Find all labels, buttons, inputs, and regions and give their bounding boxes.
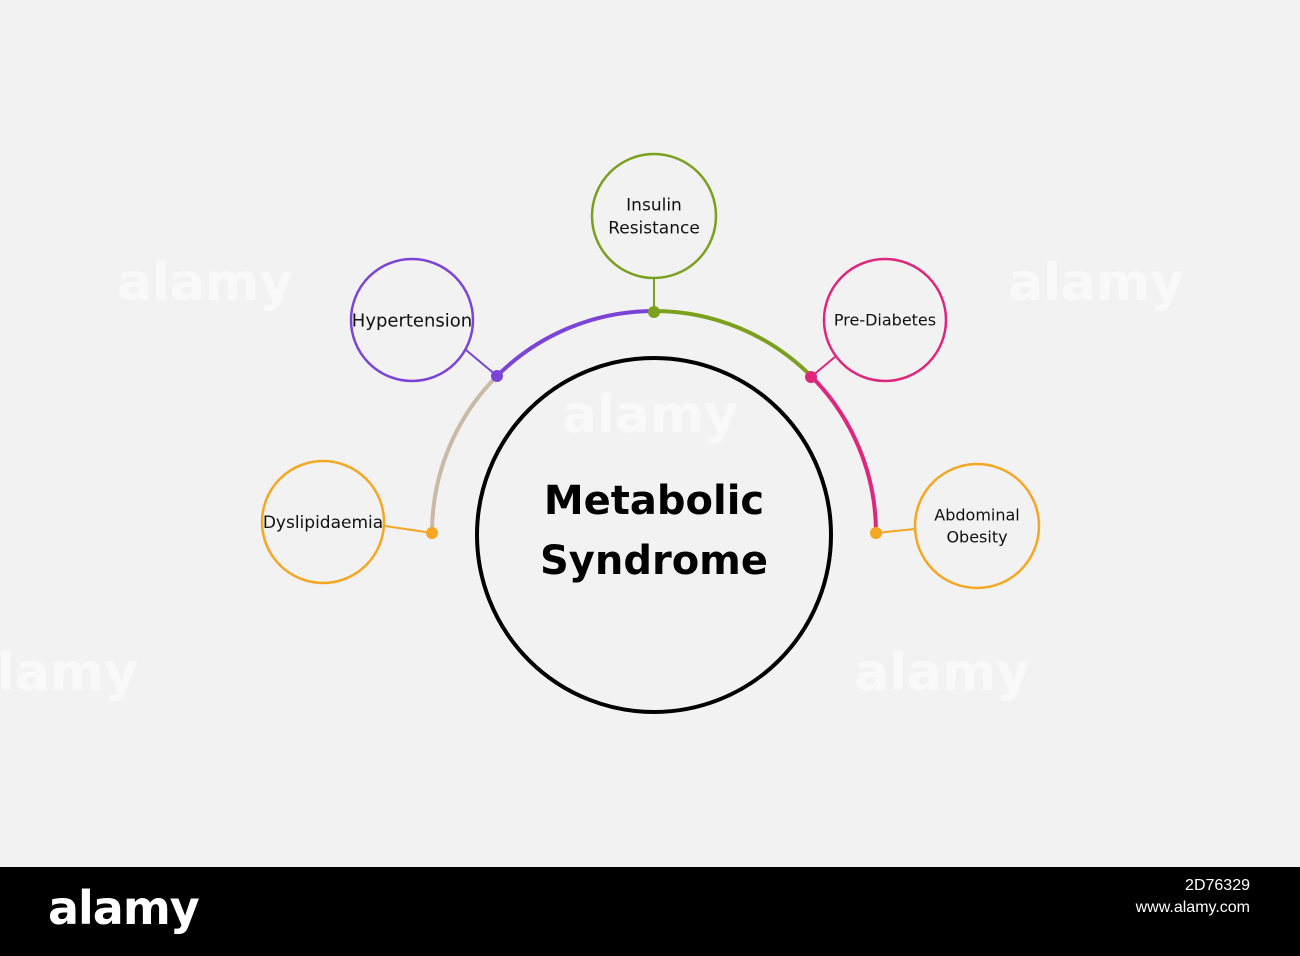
image-credit: 2D76329 www.alamy.com: [1100, 875, 1250, 919]
watermark-text-5: alamy: [854, 643, 1030, 703]
node-circle-insulin-resistance: [590, 152, 718, 280]
center-circle: [475, 356, 833, 714]
node-hypertension: Hypertension: [349, 257, 503, 383]
connector-hypertension: [465, 349, 498, 377]
node-pre-diabetes: Pre-Diabetes: [805, 257, 948, 383]
connector-dot-insulin-resistance: [648, 306, 660, 318]
satellite-nodes: Dyslipidaemia Hypertension InsulinResistan…: [260, 152, 1041, 590]
connector-dyslipidaemia: [384, 525, 433, 534]
arc-segment-right-lower: [809, 374, 878, 533]
alamy-brand-logo: alamy: [48, 881, 200, 935]
watermark-text-2: alamy: [1008, 253, 1184, 313]
node-label-pre-diabetes-1: Pre-Diabetes: [834, 311, 936, 330]
connector-abdominal-obesity: [875, 528, 916, 534]
node-circle-dyslipidaemia: [260, 459, 386, 585]
watermark-overlay: alamy alamy alamy alamy alamy: [0, 253, 1184, 703]
watermark-text-1: alamy: [117, 253, 293, 313]
center-title-line1: Metabolic: [544, 478, 764, 524]
connector-dot-hypertension: [491, 370, 503, 382]
connector-dot-abdominal-obesity: [870, 527, 882, 539]
connector-dot-pre-diabetes: [805, 371, 817, 383]
connector-dot-dyslipidaemia: [426, 527, 438, 539]
node-label-abdominal-obesity-2: Obesity: [946, 528, 1007, 547]
arc-segment-left-upper: [495, 309, 655, 378]
node-label-insulin-resistance-1: Insulin: [626, 195, 682, 215]
node-label-insulin-resistance-2: Resistance: [608, 218, 700, 238]
node-label-dyslipidaemia-1: Dyslipidaemia: [263, 513, 383, 533]
site-url-text: www.alamy.com: [1135, 899, 1250, 916]
node-label-abdominal-obesity-1: Abdominal: [934, 506, 1019, 525]
watermark-bar: alamy 2D76329 www.alamy.com: [0, 867, 1300, 956]
watermark-text-4: alamy: [0, 643, 138, 703]
arc-segment-left-lower: [430, 374, 499, 533]
node-dyslipidaemia: Dyslipidaemia: [260, 459, 438, 585]
node-circle-pre-diabetes: [822, 257, 948, 383]
arc-segment-right-upper: [653, 309, 813, 378]
node-circle-abdominal-obesity: [913, 462, 1041, 590]
watermark-text-3: alamy: [562, 385, 738, 445]
center-title-line2: Syndrome: [540, 538, 768, 584]
metabolic-syndrome-diagram: alamy alamy alamy alamy alamy Metabolic Synd…: [0, 152, 1184, 714]
node-circle-hypertension: [349, 257, 475, 383]
node-label-hypertension-1: Hypertension: [352, 310, 472, 331]
image-id-text: 2D76329: [1185, 877, 1250, 894]
